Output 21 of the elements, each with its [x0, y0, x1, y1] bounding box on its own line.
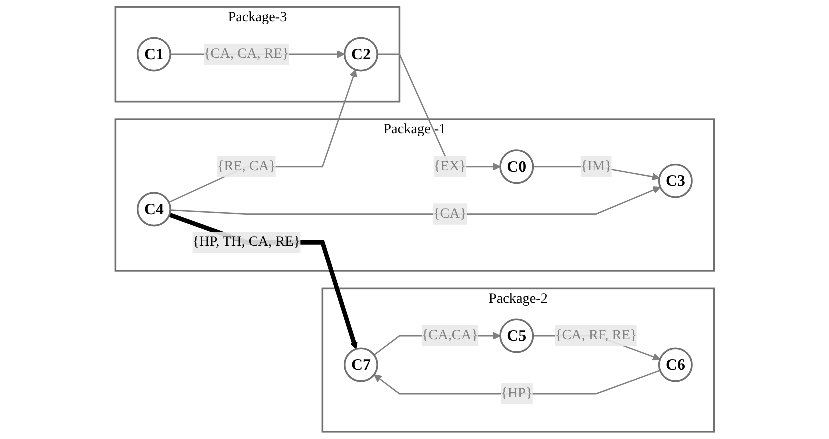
edge-label: {CA, RF, RE}	[554, 328, 637, 344]
edge-label: {CA}	[433, 206, 466, 222]
edge-label: {CA, CA, RE}	[204, 46, 289, 62]
node-circle: C5	[499, 318, 534, 354]
edge-label: {HP, TH, CA, RE}	[192, 234, 300, 250]
node-circle: C2	[343, 37, 378, 72]
node-circle: C1	[136, 37, 172, 72]
arrow	[168, 70, 357, 204]
edge-label: {HP}	[500, 386, 532, 402]
edge-label: {EX}	[433, 158, 466, 174]
node-circle: C0	[499, 150, 534, 184]
edge-label: {RE, CA}	[216, 158, 276, 174]
arrow	[170, 186, 660, 215]
node-circle: C4	[136, 192, 172, 227]
node-circle: C7	[343, 348, 378, 382]
arrow	[373, 370, 660, 395]
edge-label: {CA,CA}	[421, 328, 478, 344]
arrow	[168, 212, 358, 350]
node-circle: C6	[658, 348, 692, 382]
edge-label: {IM}	[580, 158, 612, 174]
node-circle: C3	[658, 164, 692, 198]
